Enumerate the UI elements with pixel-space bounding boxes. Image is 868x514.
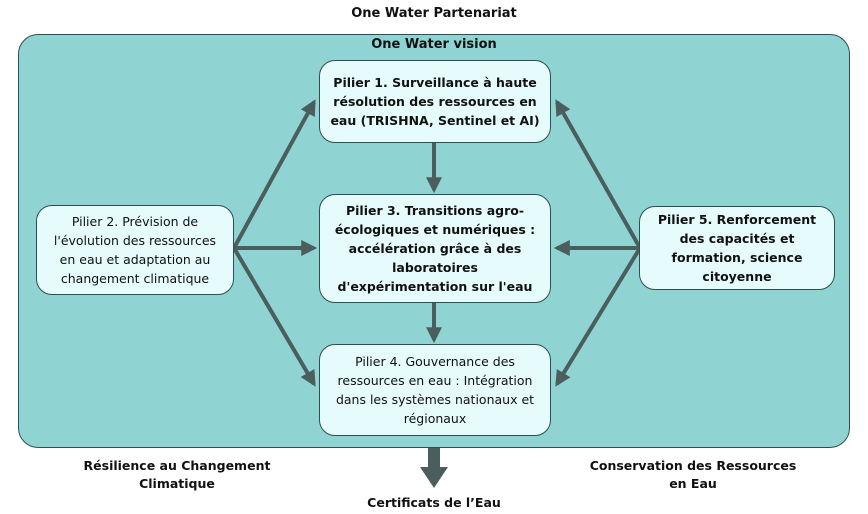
outcome-right: Conservation des Ressources en Eau [589,458,797,491]
outcome-left: Résilience au Changement Climatique [83,458,271,491]
arrow-p5-p4 [555,246,642,387]
arrow-p2-p1 [232,99,316,249]
arrow-p5-p1 [555,99,642,249]
pillar-1-box: Pilier 1. Surveillance à haute résolutio… [319,60,551,143]
vision-label: One Water vision [371,37,497,52]
pillar-4-box: Pilier 4. Gouvernance des ressources en … [319,344,551,436]
pillar-2-box: Pilier 2. Prévision de l'évolution des r… [36,205,234,295]
pillar-5-box: Pilier 5. Renforcement des capacités et … [639,206,835,290]
arrow-p2-p4 [232,246,316,387]
outcome-bottom: Certificats de l’Eau [367,495,501,510]
arrow-to-certificates [420,448,448,488]
diagram-title: One Water Partenariat [351,6,517,21]
pillar-3-box: Pilier 3. Transitions agro-écologiques e… [319,194,551,303]
